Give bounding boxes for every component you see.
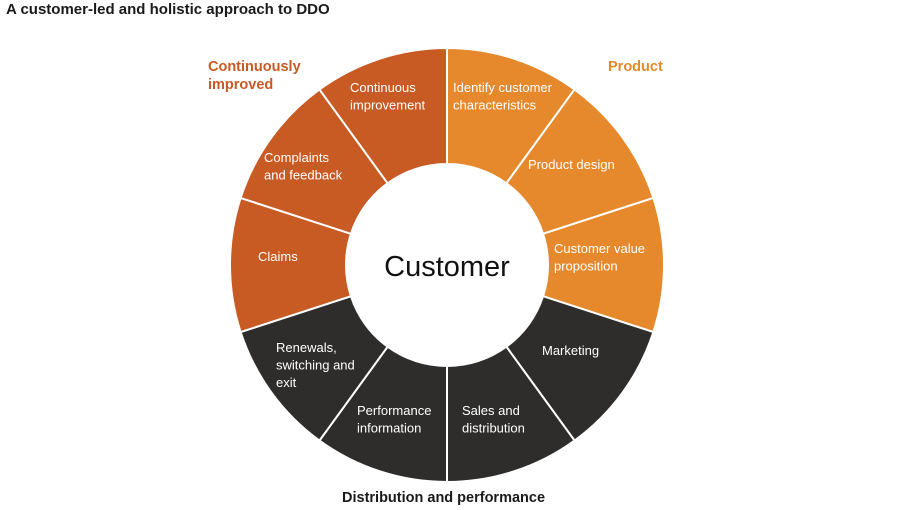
segment-label-product-design: Product design: [528, 157, 615, 172]
segment-label-customer-value-proposition: Customer value proposition: [554, 241, 645, 274]
segment-label-line: Product design: [528, 157, 615, 172]
segment-label-line: Performance: [357, 403, 431, 418]
segment-label-claims: Claims: [258, 249, 298, 264]
segment-label-line: and feedback: [264, 168, 343, 183]
segment-label-sales-and-distribution: Sales and distribution: [462, 403, 525, 436]
segment-label-line: Sales and: [462, 403, 520, 418]
segment-label-line: Claims: [258, 249, 298, 264]
segment-label-line: distribution: [462, 421, 525, 436]
segment-label-line: switching and: [276, 358, 355, 373]
segment-label-performance-information: Performance information: [357, 403, 431, 436]
center-circle: [346, 164, 548, 366]
segment-label-line: proposition: [554, 259, 618, 274]
segment-label-renewals-switching-exit: Renewals, switching and exit: [276, 340, 355, 390]
center-label: Customer: [384, 251, 510, 283]
segment-label-marketing: Marketing: [542, 343, 599, 358]
group-label-distribution-performance: Distribution and performance: [342, 490, 546, 506]
diagram-title: A customer-led and holistic approach to …: [6, 1, 330, 18]
segment-label-line: characteristics: [453, 98, 537, 113]
segment-label-line: Customer value: [554, 241, 645, 256]
segment-label-line: Identify customer: [453, 80, 553, 95]
group-label-line: Continuously: [208, 59, 301, 75]
segment-label-line: Continuous: [350, 80, 416, 95]
group-label-product: Product: [608, 59, 663, 75]
segment-label-line: Renewals,: [276, 340, 337, 355]
group-label-continuously-improved: Continuously improved: [208, 58, 301, 94]
group-label-line: improved: [208, 77, 274, 93]
segment-label-identify-customer-characteristics: Identify customer characteristics: [453, 80, 553, 113]
segment-label-continuous-improvement: Continuous improvement: [350, 80, 426, 113]
segment-label-complaints-and-feedback: Complaints and feedback: [264, 150, 343, 183]
segment-label-line: improvement: [350, 98, 426, 113]
segment-label-line: information: [357, 421, 421, 436]
segment-label-line: Marketing: [542, 343, 599, 358]
segment-label-line: exit: [276, 375, 297, 390]
segment-label-line: Complaints: [264, 150, 330, 165]
